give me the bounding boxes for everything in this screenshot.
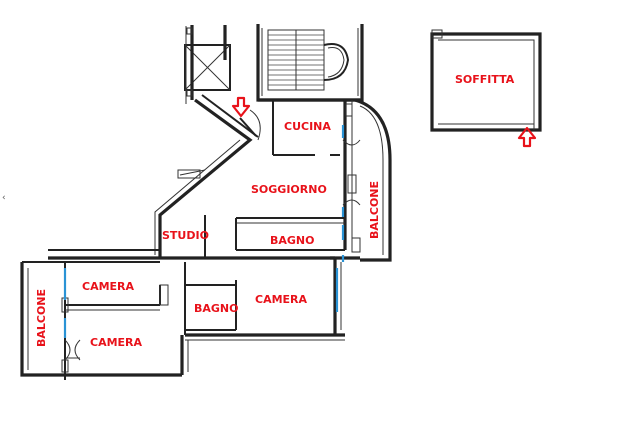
arrow-up-icon <box>517 126 537 148</box>
windows <box>63 125 345 338</box>
room-label-cucina: CUCINA <box>284 120 331 133</box>
arrow-down-icon <box>231 96 251 118</box>
room-label-bagno-main: BAGNO <box>270 234 314 247</box>
room-label-bagno-lower: BAGNO <box>194 302 238 315</box>
room-label-soffitta: SOFFITTA <box>455 73 515 86</box>
edge-mark: ‹ <box>2 193 6 203</box>
room-label-balcone-right: BALCONE <box>368 181 381 239</box>
room-label-balcone-left: BALCONE <box>35 289 48 347</box>
staircase <box>256 24 364 102</box>
attic-outline <box>430 29 542 132</box>
room-label-camera-top: CAMERA <box>82 280 135 293</box>
room-label-studio: STUDIO <box>162 229 209 242</box>
room-label-camera-bottom: CAMERA <box>90 336 143 349</box>
room-label-soggiorno: SOGGIORNO <box>251 183 327 196</box>
apartment-walls <box>20 94 392 380</box>
room-label-camera-right: CAMERA <box>255 293 308 306</box>
elevator-shaft <box>184 25 231 104</box>
